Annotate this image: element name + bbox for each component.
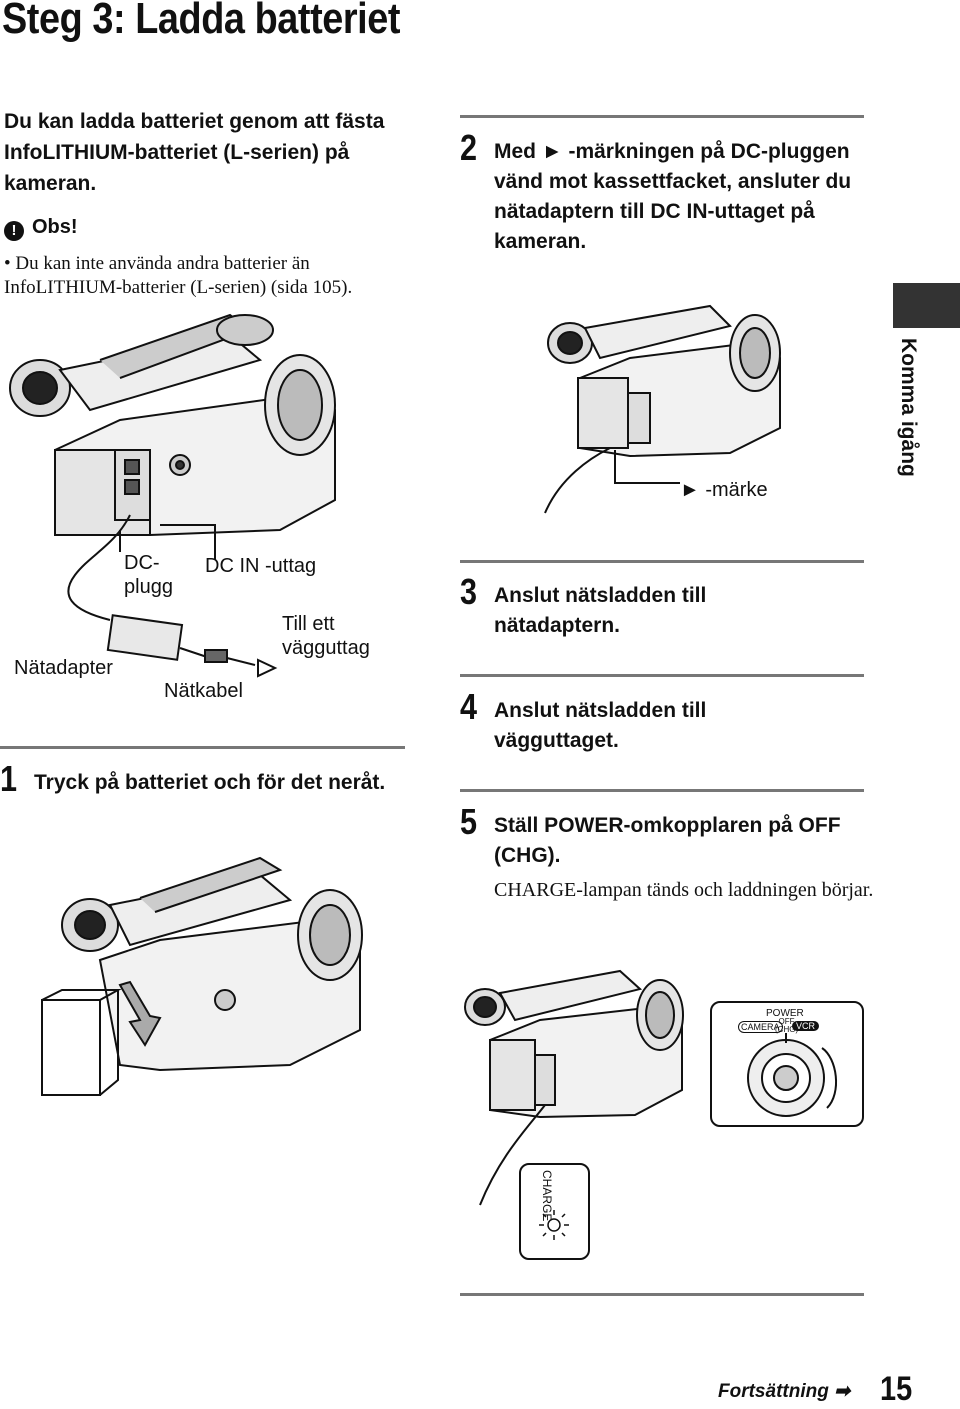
caution-icon: ! — [4, 221, 24, 241]
label-marker: ► -märke — [680, 479, 768, 501]
obs-note-heading: ! Obs! — [4, 216, 78, 241]
camera-adapter-illustration — [9, 313, 336, 678]
arrow-right-icon: ➡ — [834, 1381, 851, 1402]
label-dc-in-uttag: DC IN -uttag — [205, 555, 317, 577]
step-2-illustration — [544, 304, 781, 514]
step-4: 4 Anslut nätsladden till vägguttaget. — [460, 689, 880, 766]
step-5-rule — [460, 789, 864, 792]
switch-label-power: POWER — [766, 1008, 804, 1019]
section-tab-label: Komma igång — [897, 338, 920, 477]
step-3-text: Anslut nätsladden till nätadaptern. — [494, 584, 707, 637]
step-1-illustration — [41, 856, 363, 1096]
step-1-rule — [0, 746, 405, 749]
charge-lamp-inset — [519, 1163, 590, 1260]
switch-label-camera: CAMERA — [738, 1021, 783, 1033]
step-2-rule — [460, 115, 864, 118]
step-5-number: 5 — [460, 801, 478, 842]
label-dc-plugg: DC-plugg — [124, 552, 173, 598]
section-tab-marker — [893, 283, 960, 328]
step-4-text: Anslut nätsladden till vägguttaget. — [494, 699, 707, 752]
step-1-number: 1 — [0, 758, 18, 799]
switch-label-off: OFF(CHG) — [775, 1017, 799, 1034]
continue-label: Fortsättning ➡ — [718, 1381, 851, 1402]
power-switch-inset — [710, 1001, 864, 1127]
step-5-bottom-rule — [460, 1293, 864, 1296]
obs-label: Obs! — [32, 216, 78, 238]
charge-lamp-icon — [539, 1210, 569, 1240]
step-3-number: 3 — [460, 571, 478, 612]
step-4-number: 4 — [460, 686, 478, 727]
step-2-number: 2 — [460, 127, 478, 168]
step-3: 3 Anslut nätsladden till nätadaptern. — [460, 574, 880, 651]
step-2-text: Med ► -märkningen på DC-pluggen vänd mot… — [494, 140, 852, 253]
obs-note-text: • Du kan inte använda andra batterier än… — [4, 253, 353, 298]
step-5-text: Ställ POWER-omkopplaren på OFF (CHG). — [494, 814, 841, 867]
step-5-body: CHARGE-lampan tänds och laddningen börja… — [494, 879, 874, 901]
label-natadapter: Nätadapter — [14, 657, 113, 679]
switch-label-vcr: VCR — [792, 1021, 820, 1031]
step-1: 1 Tryck på batteriet och för det neråt. — [0, 761, 400, 838]
step-3-rule — [460, 560, 864, 563]
intro-text: Du kan ladda batteriet genom att fästa I… — [4, 110, 385, 195]
page-title: Steg 3: Ladda batteriet — [2, 0, 401, 43]
page-number: 15 — [880, 1370, 913, 1408]
step-5-camera-illustration — [464, 969, 684, 1206]
step-1-text: Tryck på batteriet och för det neråt. — [34, 771, 386, 794]
label-natkabel: Nätkabel — [164, 680, 243, 702]
step-4-rule — [460, 674, 864, 677]
power-switch-illustration — [747, 1033, 838, 1117]
label-till-ett-vagguttag: Till ett vägguttag — [282, 613, 370, 659]
step-2: 2 Med ► -märkningen på DC-pluggen vänd m… — [460, 130, 880, 267]
step-5: 5 Ställ POWER-omkopplaren på OFF (CHG). — [460, 804, 880, 881]
